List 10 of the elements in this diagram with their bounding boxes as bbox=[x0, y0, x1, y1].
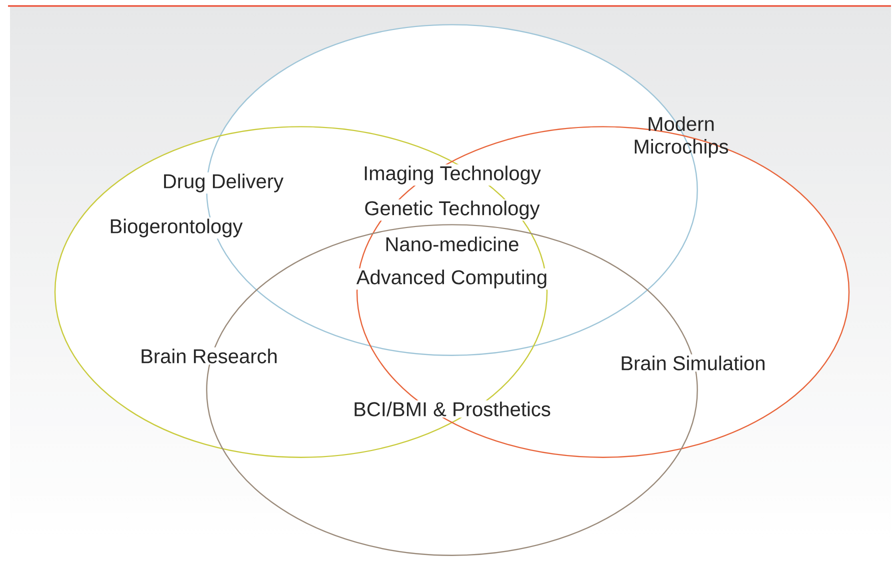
region-label: BCI/BMI & Prosthetics bbox=[352, 400, 552, 418]
region-label: Biogerontology bbox=[108, 217, 244, 239]
region-label: Genetic Technology bbox=[362, 199, 542, 221]
region-label: Nano-medicine bbox=[383, 235, 521, 253]
region-label: Brain Simulation bbox=[618, 354, 768, 372]
region-label: Modern Microchips bbox=[634, 116, 728, 158]
region-label: Advanced Computing bbox=[355, 268, 549, 290]
region-label: Brain Research bbox=[138, 347, 280, 365]
region-label: Imaging Technology bbox=[362, 164, 542, 186]
region-label: Drug Delivery bbox=[161, 172, 285, 194]
